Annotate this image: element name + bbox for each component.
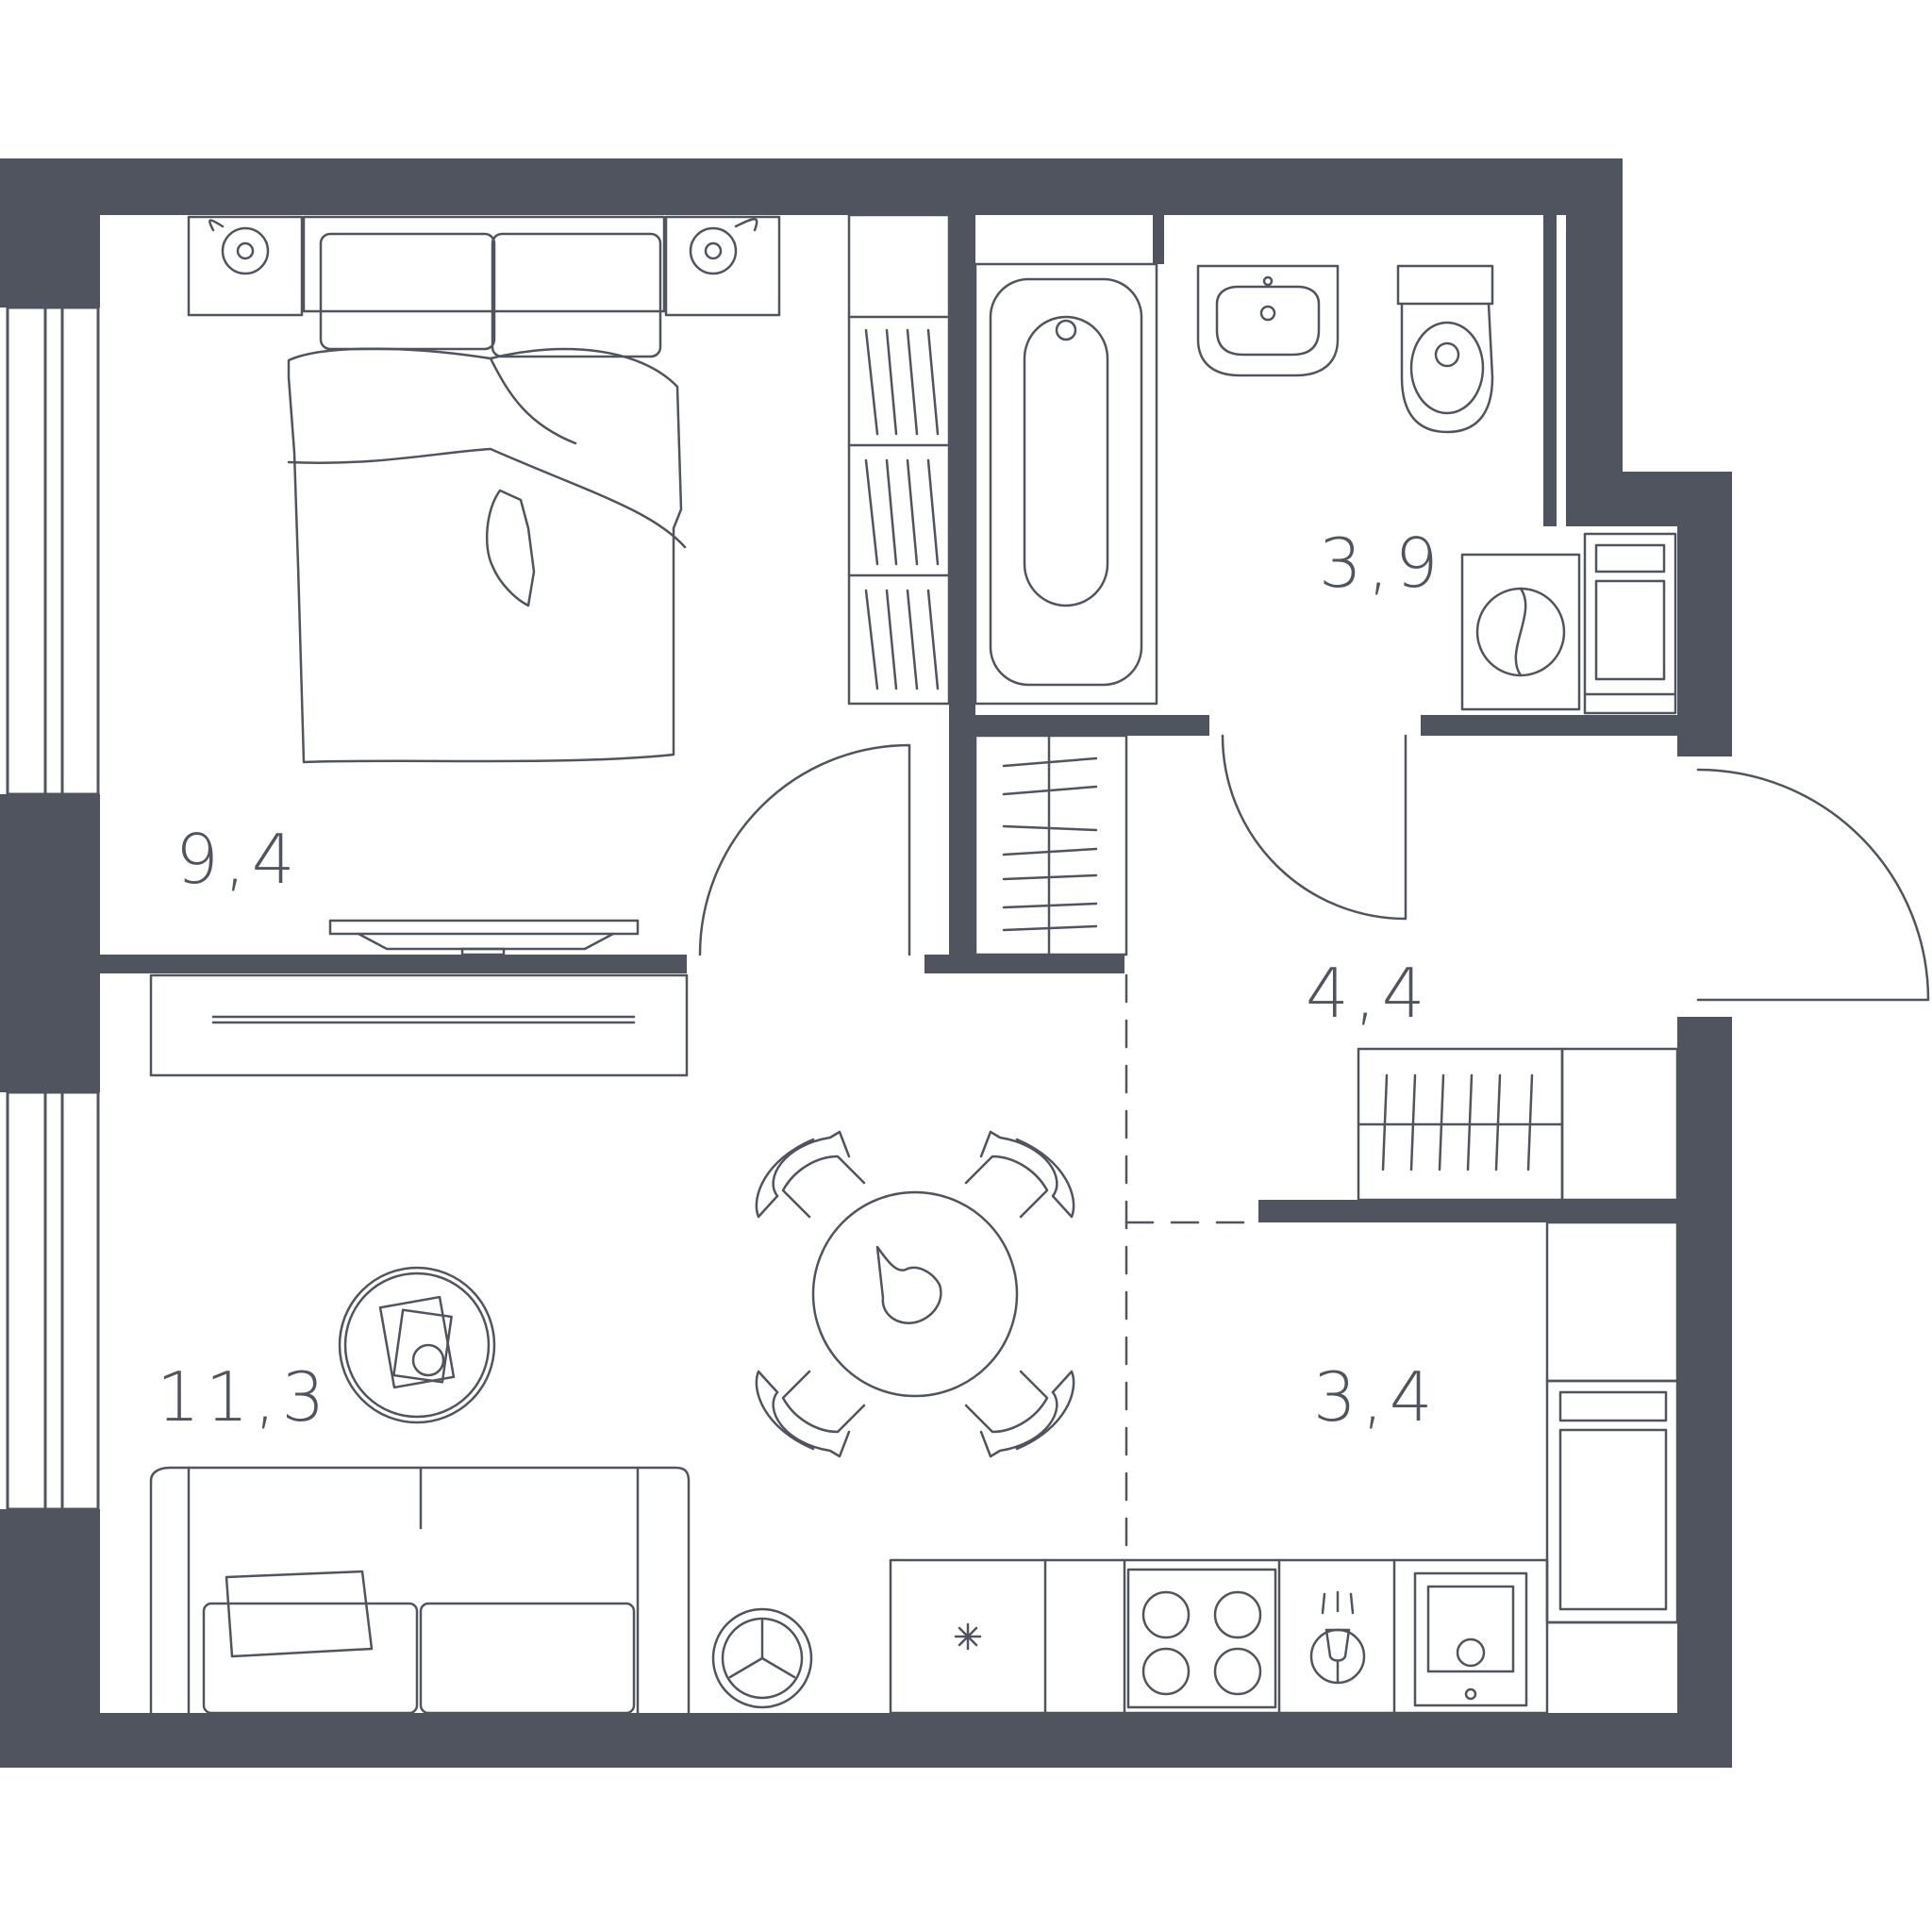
- dining-table: [811, 1190, 1019, 1398]
- furniture: [149, 213, 1930, 1715]
- sofa: [149, 1466, 691, 1715]
- chair-bottom-left: [755, 1370, 866, 1458]
- dining-set: [755, 1130, 1075, 1458]
- zone-boundaries: [1124, 973, 1260, 1562]
- chair-top-left: [755, 1130, 866, 1219]
- door-bathroom: [1221, 734, 1407, 921]
- kitchen-counter: [889, 1558, 1549, 1715]
- bathtub: [974, 262, 1158, 706]
- nightstand-right: [664, 215, 781, 317]
- wall-kitchen-top: [1258, 1200, 1677, 1222]
- wall-right-lower: [1677, 1017, 1732, 1768]
- wall-corridor-stub: [924, 955, 1124, 973]
- chair-top-right: [964, 1130, 1075, 1219]
- tv-bedroom: [328, 919, 640, 956]
- cooktop: [1126, 1568, 1277, 1709]
- washing-machine: [1460, 553, 1581, 711]
- wall-left-mid: [0, 794, 100, 1092]
- lamp-icon: [221, 226, 270, 275]
- wall-right-mid: [1677, 472, 1732, 756]
- windows: [6, 306, 100, 1511]
- wall-left-top: [0, 158, 100, 307]
- walls: [0, 158, 1732, 1768]
- pouf: [711, 1607, 813, 1709]
- chair-bottom-right: [964, 1370, 1075, 1458]
- wall-bedroom-bottom: [100, 955, 687, 973]
- wall-bath-left: [949, 215, 975, 962]
- fridge: [1545, 1221, 1679, 1624]
- window-living: [6, 1090, 100, 1511]
- wall-bath-right: [1543, 215, 1557, 526]
- wall-top: [0, 158, 1623, 215]
- tv-stand-living: [149, 973, 689, 1077]
- lamp-icon: [689, 226, 738, 275]
- hallway-area-label: 4,4: [1306, 954, 1431, 1033]
- bed: [287, 215, 687, 764]
- bedroom-area-label: 9,4: [175, 820, 301, 899]
- door-bedroom: [698, 743, 911, 956]
- door-entrance: [1696, 768, 1930, 1002]
- living-area-label: 11,3: [157, 1357, 330, 1437]
- kitchen-sink: [1413, 1571, 1528, 1707]
- wardrobe-corridor: [974, 734, 1128, 956]
- bathroom-area-label: 3,9: [1319, 524, 1444, 603]
- wardrobe-bedroom: [847, 213, 951, 706]
- toilet: [1396, 264, 1494, 434]
- wall-bath-top-stub: [1153, 215, 1164, 264]
- wall-bath-bottom-right: [1421, 715, 1677, 736]
- coffee-table: [338, 1266, 496, 1424]
- wall-right-upper: [1566, 158, 1623, 472]
- bathroom-sink: [1196, 264, 1340, 377]
- hallway-cabinet: [1357, 1047, 1679, 1202]
- nightstand-left: [187, 215, 304, 317]
- wall-bath-bottom-left: [949, 715, 1209, 736]
- kitchen-area-label: 3,4: [1313, 1357, 1439, 1437]
- wall-bottom: [0, 1713, 1732, 1768]
- window-bedroom: [6, 306, 100, 796]
- cabinet-bathroom-right: [1583, 532, 1677, 715]
- wall-left-bottom: [0, 1509, 100, 1768]
- dishwasher: [1309, 1590, 1366, 1685]
